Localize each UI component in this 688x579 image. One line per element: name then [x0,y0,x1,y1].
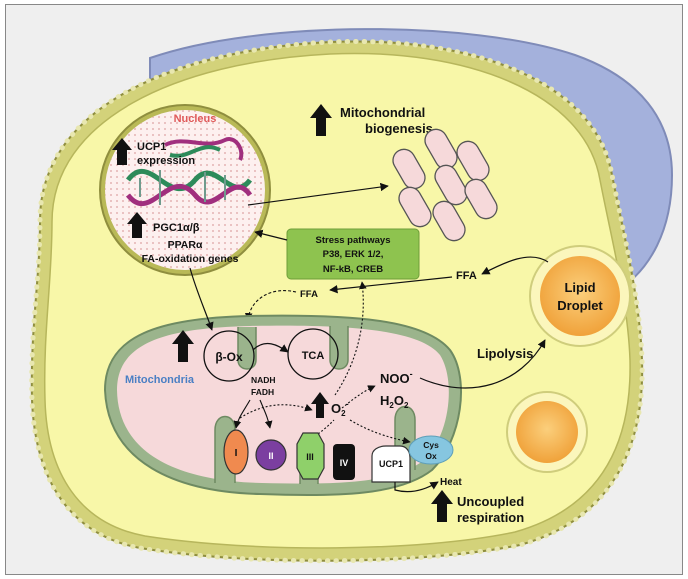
superoxide-label: O2- [331,399,349,418]
nucleus-title: Nucleus [174,113,217,125]
lipid-droplet-line1: Lipid [564,280,595,295]
fa-oxidation-genes-label: FA-oxidation genes [142,253,239,265]
stress-pathways-box [286,228,420,280]
uncoupled-line2: respiration [457,510,524,525]
arrow-betaox-to-tca [252,342,289,353]
arrow-ffa-to-betaox [244,290,297,321]
complex-4 [333,444,355,480]
dna-helix [125,137,253,206]
cys-ox-line2: Ox [425,451,437,461]
fadh-label: FADH [251,387,274,397]
up-arrow-pgc1-icon [127,212,147,238]
ucp1-label: UCP1 [379,459,403,469]
arrow-complex3-to-superoxide [317,419,335,435]
noo-label: NOO- [380,369,413,386]
lipid-droplet-small [506,391,588,473]
complex-1-label: I [235,448,238,459]
up-arrow-betaox-icon [172,330,194,362]
biogenesis-line1: Mitochondrial [340,105,425,120]
tca-cycle [287,328,339,380]
nucleus: Nucleus UCP1 expression PGC1α/β PPARα FA… [99,104,271,276]
up-arrow-uncoupled-icon [431,490,453,522]
ucp1-expression-line2: expression [137,155,195,167]
arrow-superoxide-to-ros [341,385,376,409]
beta-ox-cycle [203,330,255,382]
ffa-left-label: FFA [300,289,318,300]
up-arrow-biogenesis-icon [310,104,332,136]
h2o2-label: H2O2 [380,393,409,410]
arrow-lipolysis [419,339,546,389]
up-arrow-superoxide-icon [311,392,329,418]
arrow-to-mitochondria [247,182,389,206]
arrow-stress-to-nucleus [254,229,288,241]
nadh-label: NADH [251,375,276,385]
stress-line1: Stress pathways [316,235,391,246]
arrow-ros-to-stress [334,281,367,396]
uncoupled-line1: Uncoupled [457,494,524,509]
arrow-nadh-to-complex1 [233,399,251,429]
arrow-genes-to-betaox [189,267,214,331]
heat-label: Heat [440,477,462,488]
complex-4-label: IV [340,458,349,468]
ucp1-expression-line1: UCP1 [137,141,166,153]
tca-label: TCA [302,350,325,362]
mitochondria-title: Mitochondria [125,374,195,386]
ucp1-protein [371,445,411,483]
stress-line3: NF-kB, CREB [323,264,383,275]
complex-3-label: III [306,452,314,462]
arrow-complex-to-superoxide [239,404,313,419]
membrane-dots [29,38,645,564]
cys-ox-line1: Cys [423,440,439,450]
pgc1-label: PGC1α/β [153,222,200,234]
lipid-droplet-main [529,245,631,347]
lipid-droplet-line2: Droplet [557,298,603,313]
arrow-ucp1-to-heat [394,481,439,493]
mitochondria-cluster [392,128,498,242]
ffa-right-label: FFA [456,270,477,282]
stress-line2: P38, ERK 1/2, [323,249,384,260]
complex-1 [223,429,249,475]
ppara-label: PPARα [168,239,203,251]
lipolysis-label: Lipolysis [477,346,533,361]
beta-ox-label: β-Ox [215,350,243,364]
complex-2-label: II [268,451,273,461]
arrow-ffa-to-mito [329,276,453,294]
complex-3 [296,432,325,480]
complex-2 [255,439,287,471]
biogenesis-line2: biogenesis [365,121,433,136]
up-arrow-ucp1-icon [112,138,132,165]
arrow-nadh-to-complex2 [259,399,273,429]
arrow-lipid-to-ffa [481,256,549,275]
arrow-ros-to-cysox [349,419,411,445]
cys-ox-oval [408,435,454,465]
